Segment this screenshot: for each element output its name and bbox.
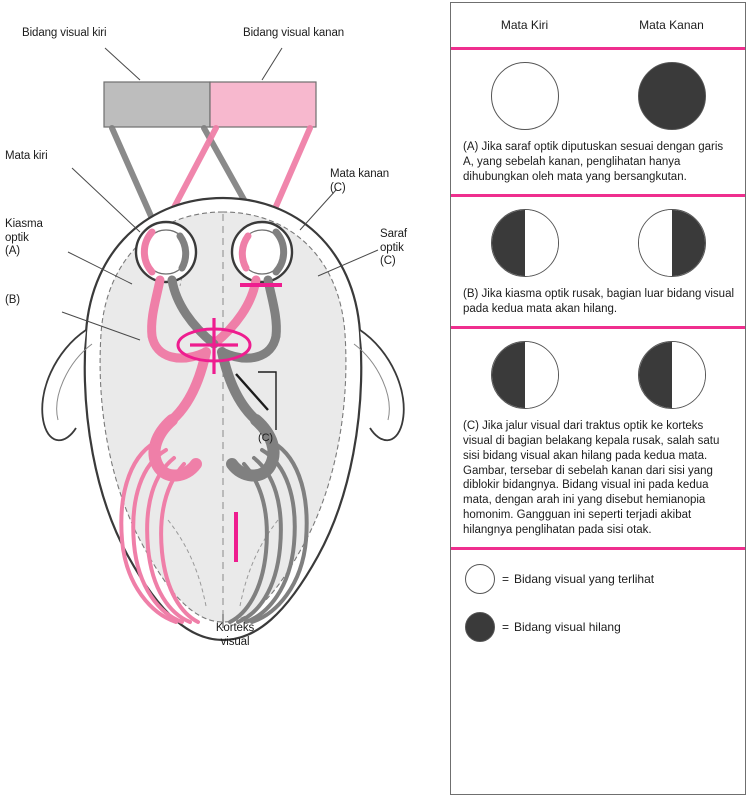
divider-rule-2 (451, 193, 745, 197)
caption-a: (A) Jika saraf optik diputuskan sesuai d… (463, 141, 724, 183)
field-circle-a-left-eye (490, 62, 559, 130)
visual-field-bars (103, 81, 317, 128)
legend-row-lost: = Bidang visual hilang (465, 612, 745, 643)
lesion-markers (176, 283, 282, 562)
half-lost (491, 209, 525, 276)
legend-swatch-lost (465, 612, 495, 643)
field-circle-a-right-eye (637, 62, 706, 130)
result-row-a: (A) Jika saraf optik diputuskan sesuai d… (451, 50, 745, 194)
retinal-halves (140, 228, 288, 276)
legend-swatch-seen (465, 564, 495, 595)
legend-label-seen: Bidang visual yang terlihat (514, 572, 655, 587)
result-row-b: (B) Jika kiasma optik rusak, bagian luar… (451, 197, 745, 326)
left-visual-field-bar (103, 81, 211, 128)
legend-equals-2: = (502, 620, 510, 635)
half-seen (638, 209, 672, 276)
label-visual-cortex: Korteks visual (215, 622, 255, 648)
lesion-marker-c-tract (235, 373, 269, 411)
half-seen (524, 209, 558, 276)
caption-c: (C) Jika jalur visual dari traktus optik… (463, 419, 720, 537)
half-seen (524, 341, 558, 408)
result-row-c: (C) Jika jalur visual dari traktus optik… (451, 329, 745, 548)
field-label-leaders (104, 47, 283, 81)
label-eye-left: Mata kiri (5, 150, 48, 162)
field-circle-c-right-eye (637, 340, 706, 409)
field-circle-c-left-eye (490, 340, 559, 409)
side-label-leaders (61, 167, 379, 341)
label-lesion-c-inner: (C) (258, 432, 273, 444)
legend-equals-1: = (502, 572, 510, 587)
label-optic-nerve: Saraf optik (C) (380, 228, 407, 268)
half-lost (638, 341, 672, 408)
results-header-row: Mata Kiri Mata Kanan (451, 3, 745, 47)
header-left-eye: Mata Kiri (500, 18, 549, 32)
header-right-eye: Mata Kanan (639, 18, 704, 32)
field-circle-b-right-eye (637, 208, 706, 277)
half-seen (671, 341, 705, 408)
divider-rule-1 (451, 47, 745, 50)
half-lost (671, 209, 705, 276)
head-outline (41, 196, 405, 642)
field-circles-b (451, 197, 745, 285)
right-visual-field-bar (209, 81, 317, 128)
label-lesion-b: (B) (5, 294, 21, 306)
field-circles-c (451, 329, 745, 417)
divider-rule-4 (451, 547, 745, 551)
legend-row-seen: = Bidang visual yang terlihat (465, 564, 745, 595)
label-eye-right: Mata kanan (C) (330, 168, 390, 194)
field-circles-a (451, 50, 745, 138)
visual-field-results-panel: Mata Kiri Mata Kanan (A) Jika saraf opti… (450, 2, 746, 795)
visual-pathway-diagram: Bidang visual kiri Bidang visual kanan M… (5, 27, 407, 648)
visual-pathway-svg (41, 47, 405, 642)
divider-rule-3 (451, 325, 745, 329)
half-lost (491, 341, 525, 408)
caption-b: (B) Jika kiasma optik rusak, bagian luar… (463, 287, 735, 315)
field-circle-b-left-eye (490, 208, 559, 277)
label-optic-chiasm: Kiasma optik (A) (5, 218, 43, 258)
label-visual-field-left: Bidang visual kiri (22, 27, 107, 39)
legend: = Bidang visual yang terlihat = Bidang v… (451, 550, 745, 643)
legend-label-lost: Bidang visual hilang (514, 620, 621, 635)
label-visual-field-right: Bidang visual kanan (243, 27, 345, 39)
